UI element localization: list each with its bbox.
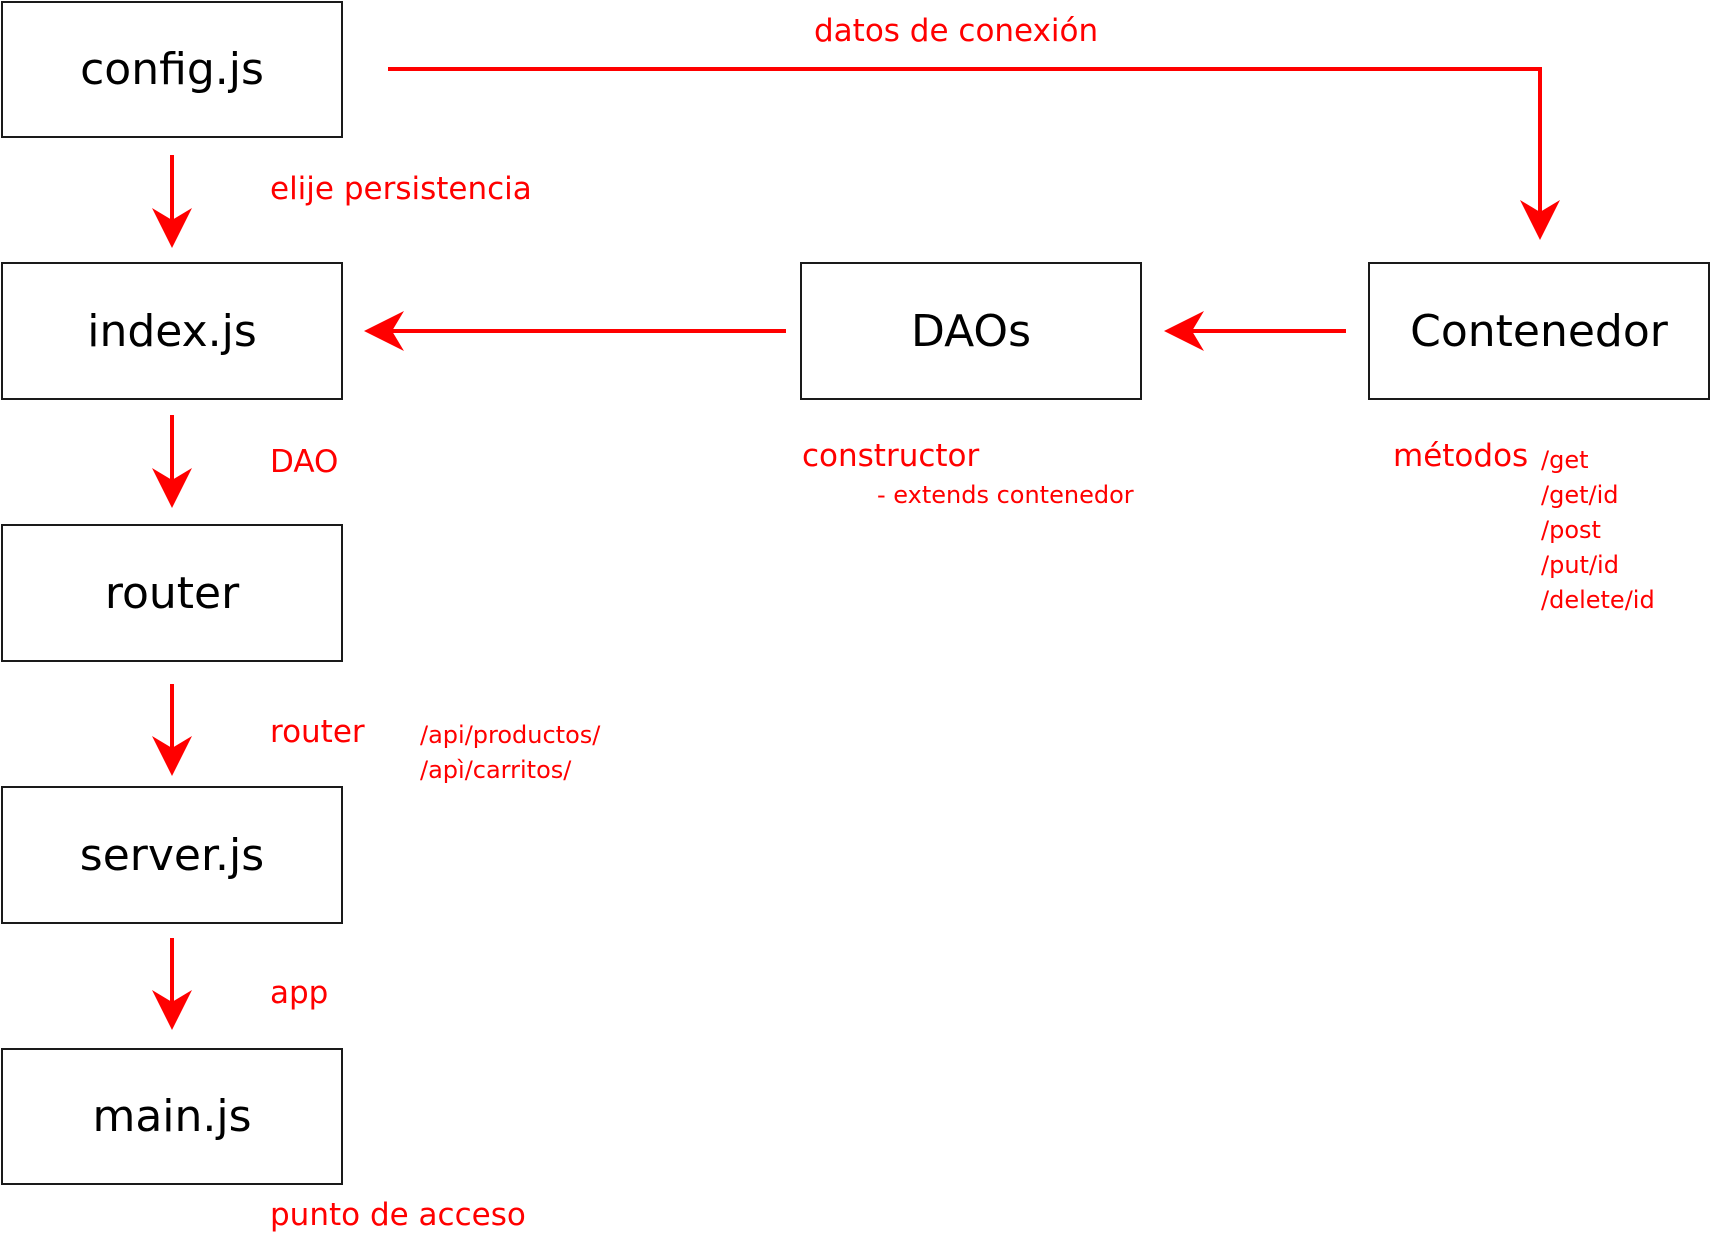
node-daos: DAOs	[800, 262, 1142, 400]
edge-label-dao: DAO	[270, 444, 339, 480]
metodo-item: /put/id	[1541, 551, 1619, 579]
metodos-list: /get /get/id /post /put/id /delete/id	[1541, 443, 1655, 618]
node-index-js: index.js	[1, 262, 343, 400]
edge-config-to-contenedor	[388, 67, 1560, 240]
node-contenedor: Contenedor	[1368, 262, 1710, 400]
edge-label-datos-conexion: datos de conexión	[814, 13, 1099, 49]
router-route-item: /apì/carritos/	[420, 756, 572, 784]
node-main-js: main.js	[1, 1048, 343, 1185]
metodo-item: /get	[1541, 446, 1589, 474]
node-router: router	[1, 524, 343, 662]
router-route-item: /api/productos/	[420, 721, 601, 749]
node-config-js: config.js	[1, 1, 343, 138]
metodo-item: /get/id	[1541, 481, 1619, 509]
metodo-item: /post	[1541, 516, 1601, 544]
edge-label-app: app	[270, 975, 329, 1011]
note-metodos-title: métodos	[1393, 438, 1529, 474]
edge-label-elije-persistencia: elije persistencia	[270, 171, 532, 207]
label-punto-de-acceso: punto de acceso	[270, 1197, 526, 1233]
note-constructor-title: constructor	[802, 438, 980, 474]
node-server-js: server.js	[1, 786, 343, 924]
router-routes-list: /api/productos/ /apì/carritos/	[420, 718, 600, 788]
edge-label-router: router	[270, 714, 365, 750]
note-constructor-detail: - extends contenedor	[877, 481, 1134, 509]
metodo-item: /delete/id	[1541, 586, 1655, 614]
